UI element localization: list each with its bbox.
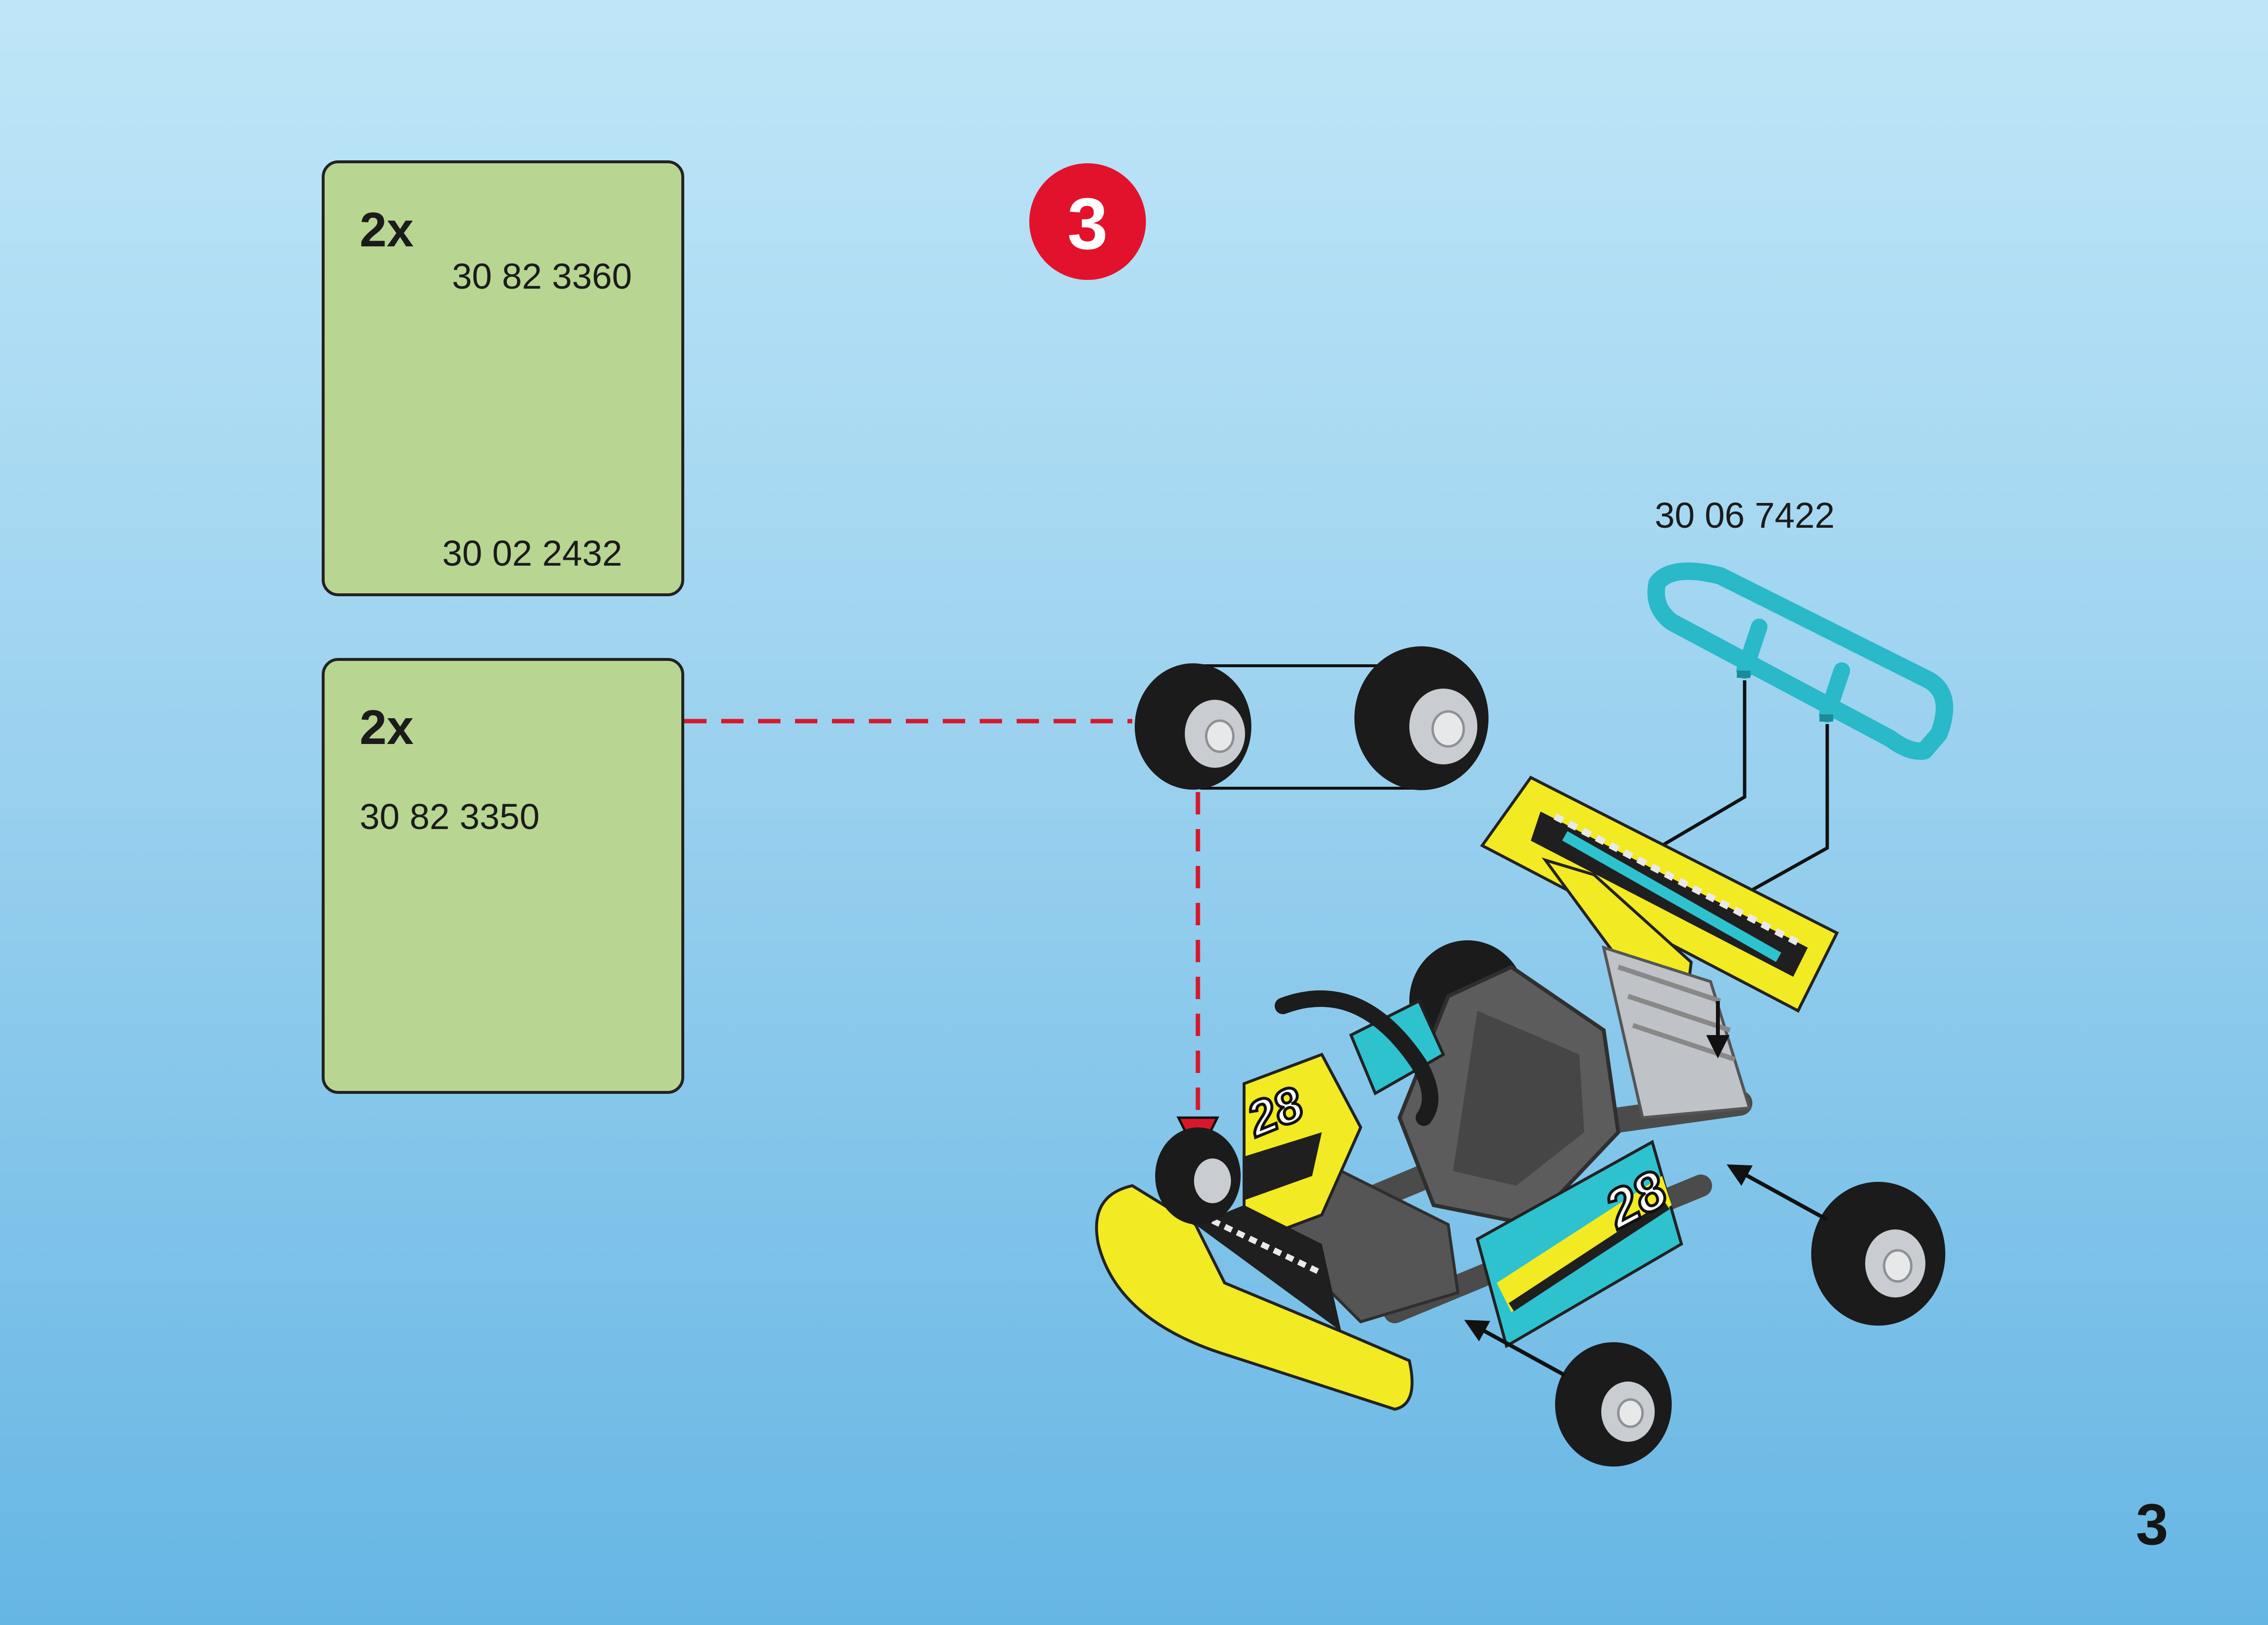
parts-box-1-wheel-part-number: 30 82 3360: [452, 256, 632, 297]
rear-wheel-arrow: [1730, 1166, 1827, 1220]
rear-wheel-right-icon: [1811, 1182, 1945, 1326]
page-number: 3: [2136, 1491, 2168, 1558]
parts-box-2-wheel-part-number: 30 82 3350: [360, 796, 539, 837]
front-wheel-bottom-icon: [1555, 1342, 1672, 1467]
step-badge: 3: [1029, 163, 1146, 280]
spoiler-part-number: 30 06 7422: [1655, 495, 1835, 536]
parts-box-2: 2x 30 82 3350: [322, 658, 684, 1094]
front-wheel-right-icon: [1354, 646, 1489, 790]
parts-box-1-hub-part-number: 30 02 2432: [442, 533, 622, 574]
front-wheel-left-icon: [1135, 663, 1251, 790]
parts-box-2-quantity: 2x: [360, 700, 414, 756]
parts-box-1-quantity: 2x: [360, 202, 414, 258]
teal-spoiler-icon: [1656, 571, 1944, 751]
step-number: 3: [1029, 182, 1146, 266]
go-kart-icon: 28 28: [1096, 778, 1837, 1409]
parts-box-1: 2x 30 82 3360 30 02 2432: [322, 160, 684, 596]
